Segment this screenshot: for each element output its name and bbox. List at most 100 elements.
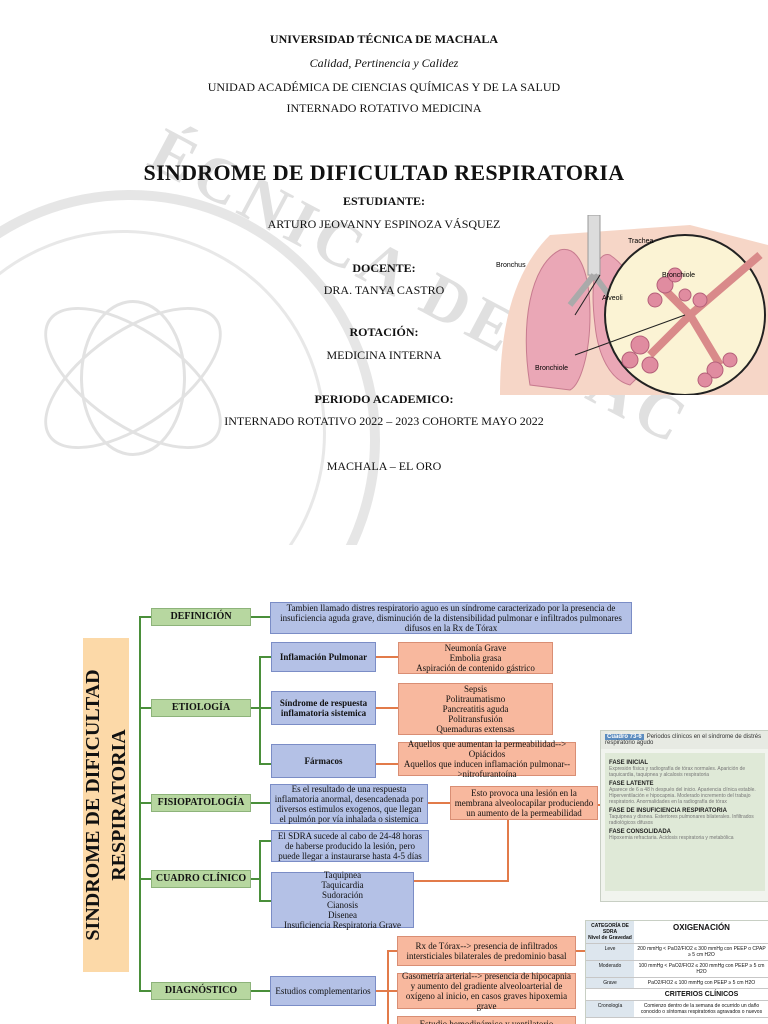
connector-line [387,950,389,1024]
connector-line [507,804,509,882]
symptom-item: Cianosis [326,900,358,910]
row-level: Moderado [586,961,634,977]
concept-map-page: SINDROME DE DIFICULTAD RESPIRATORIA DEFI… [0,590,768,1024]
row-value: PaO2/FIO2 ≤ 100 mmHg con PEEP ≥ 5 cm H2O [647,980,756,986]
branch-cuadro-clinico: CUADRO CLÍNICO [151,870,251,888]
teacher-name: DRA. TANYA CASTRO [323,283,445,297]
atom-orbit-watermark [80,300,186,456]
diagnostico-rx: Rx de Tórax--> presencia de infiltrados … [397,936,576,966]
phase-text: Taquipnea y disnea. Estertores pulmonare… [609,814,754,826]
fisiopatologia-detail: Esto provoca una lesión en la membrana a… [450,786,598,820]
rotation-label: ROTACIÓN: [349,325,419,339]
criteria-title: CRITERIOS CLÍNICOS [664,991,739,998]
connector-line [139,990,151,992]
sirs-causes: Sepsis Politraumatismo Pancreatitis agud… [398,683,553,735]
figure-number: Cuadro 73-6 [605,734,644,740]
academic-unit: UNIDAD ACADÉMICA DE CIENCIAS QUÍMICAS Y … [207,80,561,94]
header-category: CATEGORÍA DE SDRA [591,923,629,935]
cause-item: Embolia grasa [449,653,502,663]
connector-line [250,802,270,804]
connector-line [259,900,271,902]
vertical-title-line2: RESPIRATORIA [108,729,130,881]
program-name: INTERNADO ROTATIVO MEDICINA [286,101,482,115]
connector-line [139,878,151,880]
connector-line [139,616,141,992]
phase-title: FASE INICIAL [609,760,649,766]
connector-line [376,763,398,765]
university-motto: Calidad, Pertinencia y Calidez [309,56,459,70]
teacher-label: DOCENTE: [352,261,416,275]
connector-line [250,707,260,709]
row-level: Cronología [586,1001,634,1017]
connector-line [414,880,508,882]
cuadro-symptoms-list: Taquipnea Taquicardia Sudoración Cianosi… [271,870,414,930]
connector-line [259,707,271,709]
inflamacion-causes: Neumonía Grave Embolia grasa Aspiración … [398,642,553,674]
connector-line [387,990,397,992]
header-oxygenation: OXIGENACIÓN [673,923,730,932]
period-value: INTERNADO ROTATIVO 2022 – 2023 COHORTE M… [224,414,544,428]
phase-title: FASE CONSOLIDADA [609,829,672,835]
document-title: SINDROME DE DIFICULTAD RESPIRATORIA [143,160,625,185]
row-value: 200 mmHg < PaO2/FIO2 ≤ 300 mmHg con PEEP… [637,946,766,958]
connector-line [259,656,271,658]
cover-page: ÉCNICA DE MAC UNIVERSIDAD TÉCNICA DE MAC… [0,32,768,545]
connector-line [250,878,260,880]
rotation-value: MEDICINA INTERNA [326,348,442,362]
cause-item: Quemaduras extensas [436,724,515,734]
vertical-title-line1: SINDROME DE DIFICULTAD [82,669,104,941]
symptom-item: Taquipnea [323,870,362,880]
connector-line [139,616,151,618]
symptom-item: Sudoración [322,890,363,900]
bronchiole-label-2: Bronchiole [535,365,568,372]
row-level: Grave [586,978,634,988]
table-row: Grave PaO2/FIO2 ≤ 100 mmHg con PEEP ≥ 5 … [586,978,768,989]
row-value: 100 mmHg < PaO2/FIO2 ≤ 200 mmHg con PEEP… [638,963,765,975]
cause-item: Pancreatitis aguda [442,704,509,714]
student-name: ARTURO JEOVANNY ESPINOZA VÁSQUEZ [267,217,501,231]
symptom-item: Disenea [328,910,357,920]
cause-item: Aspiración de contenido gástrico [416,663,535,673]
fisiopatologia-text: Es el resultado de una respuesta inflama… [270,784,428,824]
cause-item: Politraumatismo [445,694,506,704]
connector-line [376,707,398,709]
connector-line [376,990,388,992]
symptom-item: Taquicardia [321,880,364,890]
vertical-title-box [83,638,129,972]
symptom-item: Insuficiencia Respiratoria Grave [284,920,401,930]
cause-item: Neumonía Grave [444,643,507,653]
branch-etiologia: ETIOLOGÍA [151,699,251,717]
connector-line [259,656,261,764]
branch-fisiopatologia: FISIOPATOLOGÍA [151,794,251,812]
cause-item: Opiácidos [468,749,506,759]
connector-line [139,707,151,709]
city-name: MACHALA – EL ORO [326,459,442,473]
header-level: Nivel de Gravedad [588,935,632,941]
definicion-text: Tambien llamado distres respiratorio agu… [270,602,632,634]
connector-line [376,656,398,658]
phase-text: Expresión física y radiografía de tórax … [609,766,746,778]
phase-text: Hipoxemia refractaria. Acidosis respirat… [609,835,734,841]
connector-line [250,616,270,618]
lung-alveoli-illustration: Trachea Bronchus Bronchiole Alveoli Bron… [496,215,768,395]
diagnostico-extra: Estudio hemodinámico y ventilatorio [397,1016,576,1024]
blank-cell [586,989,634,1000]
farmacos-causes: Aquellos que aumentan la permeabilidad--… [398,739,576,779]
connector-line [387,950,397,952]
table-row: CRITERIOS CLÍNICOS [586,989,768,1001]
connector-line [576,950,585,952]
cuadro-text: El SDRA sucede al cabo de 24-48 horas de… [271,830,429,862]
etiologia-inflamacion: Inflamación Pulmonar [271,642,376,672]
trachea-label: Trachea [628,238,654,245]
university-name: UNIVERSIDAD TÉCNICA DE MACHALA [269,32,499,46]
phase-title: FASE LATENTE [609,781,654,787]
etiologia-farmacos: Fármacos [271,744,376,778]
branch-definicion: DEFINICIÓN [151,608,251,626]
figure-body: FASE INICIAL Expresión física y radiogra… [605,753,765,891]
connector-line [259,840,271,842]
etiologia-sirs: Síndrome de respuesta inflamatoria siste… [271,691,376,725]
